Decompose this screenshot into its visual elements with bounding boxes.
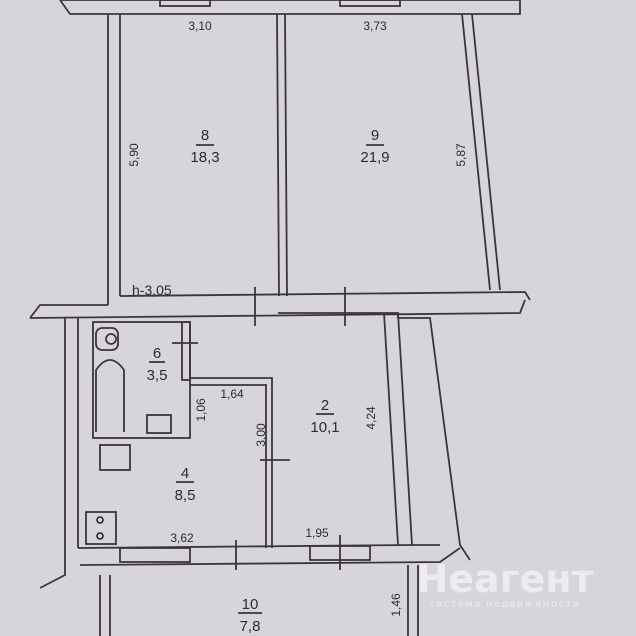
- svg-text:4: 4: [181, 465, 189, 482]
- svg-text:1,95: 1,95: [305, 526, 329, 540]
- svg-text:2: 2: [321, 397, 329, 414]
- svg-text:h-3,05: h-3,05: [132, 282, 172, 298]
- room-2-label: 2 10,1: [310, 397, 339, 436]
- room-8-label: 8 18,3: [190, 127, 219, 166]
- svg-text:4,24: 4,24: [364, 406, 378, 430]
- svg-text:8,5: 8,5: [175, 487, 196, 504]
- svg-text:1,64: 1,64: [220, 387, 244, 401]
- dimension-labels: 3,10 3,73 5,90 5,87 h-3,05 1,64 1,06 3,0…: [127, 19, 468, 617]
- svg-text:3,00: 3,00: [254, 423, 268, 447]
- svg-text:18,3: 18,3: [190, 149, 219, 166]
- svg-text:10: 10: [242, 596, 259, 613]
- svg-text:9: 9: [371, 127, 379, 144]
- svg-text:5,87: 5,87: [454, 143, 468, 167]
- svg-text:3,73: 3,73: [363, 19, 387, 33]
- svg-text:8: 8: [201, 127, 209, 144]
- walls: [29, 0, 531, 636]
- room-4-label: 4 8,5: [175, 465, 196, 504]
- svg-text:7,8: 7,8: [240, 618, 261, 635]
- svg-text:21,9: 21,9: [360, 149, 389, 166]
- room-9-label: 9 21,9: [360, 127, 389, 166]
- watermark-logo: Неагент система недвижимости: [416, 557, 593, 610]
- svg-text:система недвижимости: система недвижимости: [429, 599, 580, 610]
- svg-text:Неагент: Неагент: [416, 557, 593, 601]
- svg-text:1,06: 1,06: [194, 398, 208, 422]
- svg-text:5,90: 5,90: [127, 143, 141, 167]
- svg-text:6: 6: [153, 345, 161, 362]
- svg-text:3,62: 3,62: [170, 531, 194, 545]
- room-6-label: 6 3,5: [147, 345, 168, 384]
- svg-text:1,46: 1,46: [389, 593, 403, 617]
- svg-text:3,5: 3,5: [147, 367, 168, 384]
- svg-text:3,10: 3,10: [188, 19, 212, 33]
- room-10-label: 10 7,8: [238, 596, 262, 635]
- svg-text:10,1: 10,1: [310, 419, 339, 436]
